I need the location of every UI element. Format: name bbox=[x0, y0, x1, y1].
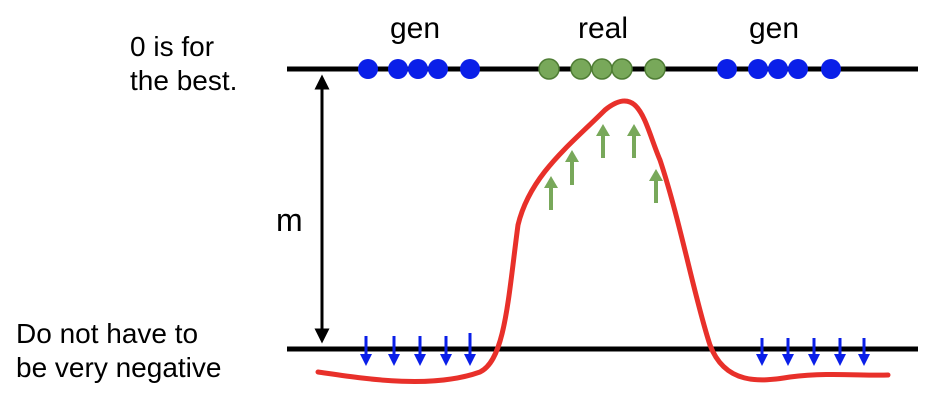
discriminator-curve bbox=[315, 98, 891, 385]
down-arrow-icon bbox=[440, 336, 452, 366]
gen-dot bbox=[788, 59, 808, 79]
top-caption-line2: the best. bbox=[130, 65, 238, 96]
real-dot bbox=[538, 58, 560, 80]
gen-left-label: gen bbox=[389, 12, 441, 45]
top-caption: 0 is for the best. bbox=[130, 30, 237, 98]
up-arrow-icon bbox=[649, 169, 663, 203]
gen-dot bbox=[748, 59, 768, 79]
real-dot bbox=[644, 58, 666, 80]
bottom-caption-line1: Do not have to bbox=[16, 318, 199, 349]
bottom-caption: Do not have to be very negative bbox=[16, 317, 221, 385]
up-arrow-icon bbox=[565, 150, 579, 185]
gen-dot bbox=[428, 59, 448, 79]
real-dot bbox=[611, 58, 633, 80]
gen-dot bbox=[821, 59, 841, 79]
up-arrows bbox=[544, 124, 663, 210]
top-caption-line1: 0 is for bbox=[130, 31, 215, 62]
down-arrow-icon bbox=[858, 338, 870, 366]
gen-right-label: gen bbox=[748, 12, 800, 45]
real-label: real bbox=[577, 12, 629, 45]
down-arrow-icon bbox=[414, 336, 426, 366]
up-arrow-icon bbox=[627, 124, 641, 158]
real-dot bbox=[570, 58, 592, 80]
margin-label: m bbox=[276, 202, 303, 238]
gen-dot bbox=[408, 59, 428, 79]
gen-dot bbox=[358, 59, 378, 79]
gen-dot bbox=[768, 59, 788, 79]
up-arrow-icon bbox=[544, 176, 558, 210]
down-arrow-icon bbox=[782, 338, 794, 366]
bottom-caption-line2: be very negative bbox=[16, 352, 222, 383]
down-arrow-icon bbox=[808, 338, 820, 366]
gen-dot bbox=[460, 59, 480, 79]
gen-dots-right bbox=[717, 59, 841, 79]
down-arrows-left bbox=[360, 333, 476, 366]
up-arrow-icon bbox=[596, 124, 610, 158]
real-dots bbox=[538, 58, 666, 80]
real-dot bbox=[591, 58, 613, 80]
gen-dot bbox=[717, 59, 737, 79]
gen-dots-left bbox=[358, 59, 480, 79]
down-arrow-icon bbox=[756, 338, 768, 366]
down-arrow-icon bbox=[360, 336, 372, 366]
down-arrow-icon bbox=[388, 336, 400, 366]
down-arrows-right bbox=[756, 338, 870, 366]
down-arrow-icon bbox=[464, 333, 476, 366]
gen-dot bbox=[388, 59, 408, 79]
down-arrow-icon bbox=[834, 338, 846, 366]
